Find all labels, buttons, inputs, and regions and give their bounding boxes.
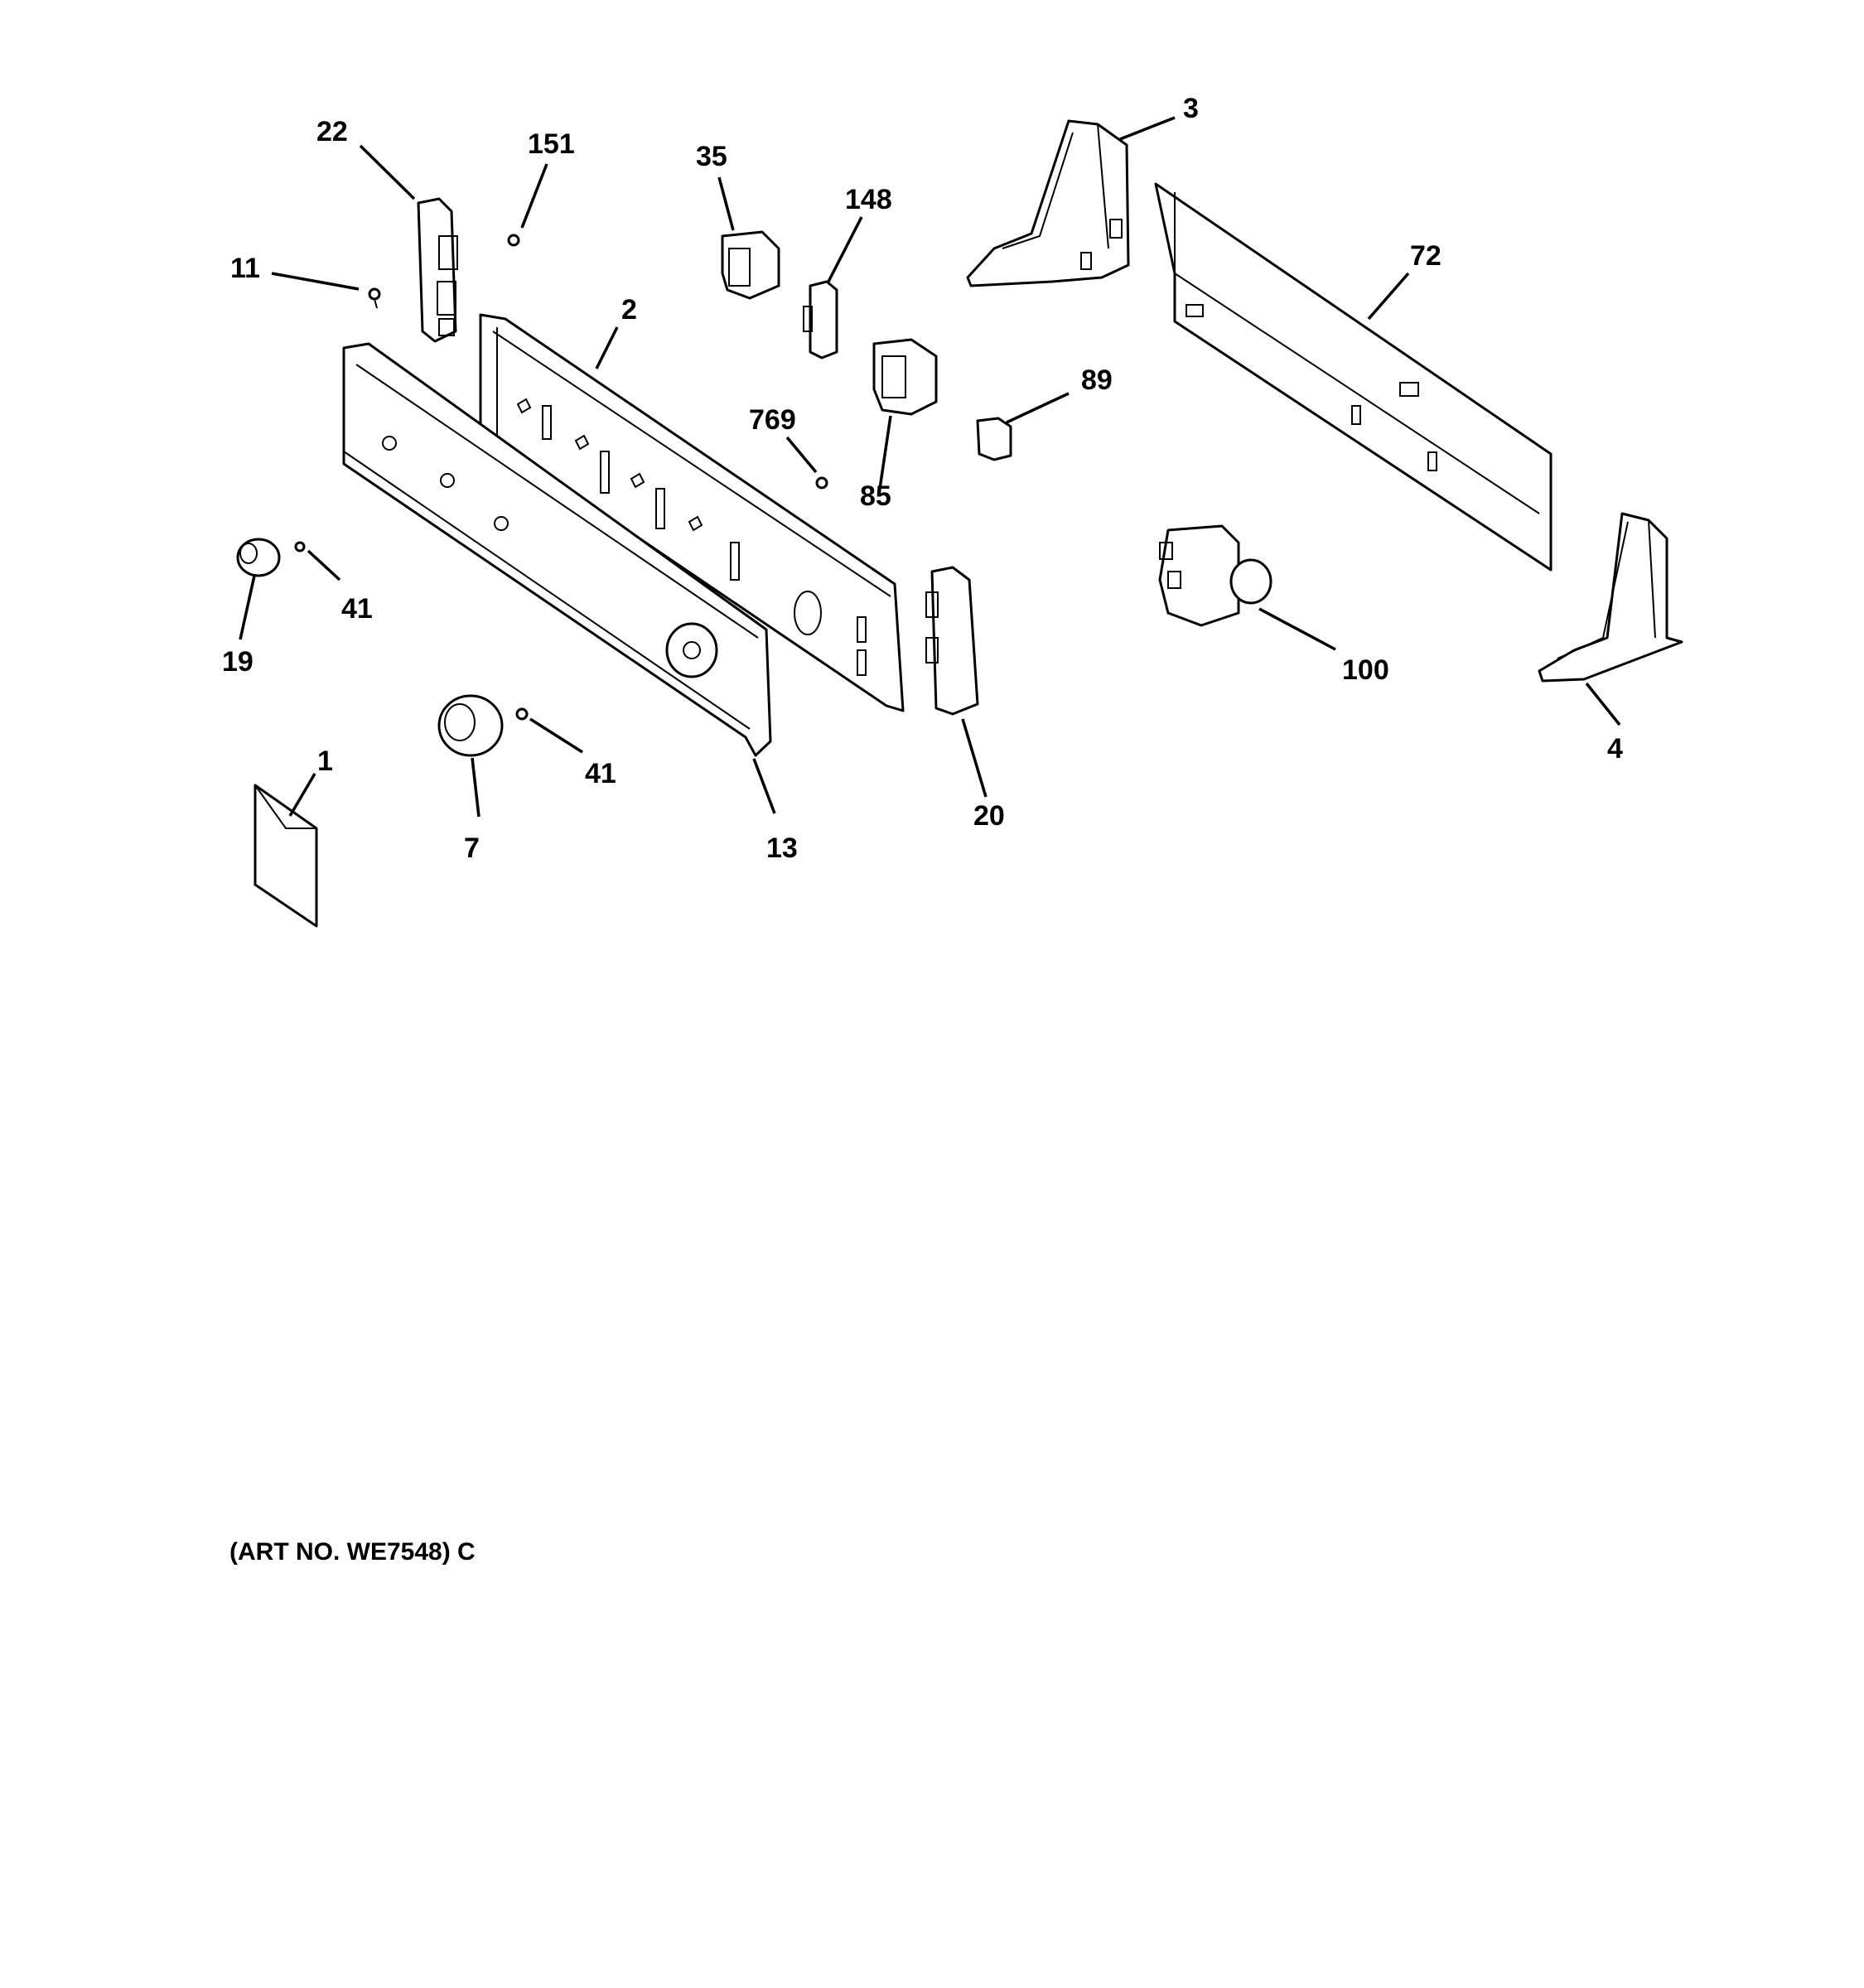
screw-11 [368,287,381,309]
part-3-end-bracket [966,119,1130,287]
callout-13: 13 [766,832,798,864]
leader-lines [239,116,1621,818]
callout-89: 89 [1081,364,1113,396]
callout-85: 85 [860,480,891,512]
part-85-switch [872,338,938,416]
callout-100: 100 [1342,654,1389,686]
part-19-knob [236,538,281,577]
callout-3: 3 [1183,93,1199,124]
callouts: 22 151 35 148 3 11 2 72 89 769 85 41 19 … [222,93,1623,864]
part-4-end-bracket [1538,512,1683,683]
callout-4: 4 [1607,733,1623,765]
callout-19: 19 [222,646,254,678]
screw-41a [294,541,306,552]
callout-35: 35 [696,141,727,172]
callout-41-lower: 41 [585,758,616,789]
callout-151: 151 [528,128,575,160]
callout-2: 2 [621,294,637,326]
callout-7: 7 [464,832,480,864]
callout-1: 1 [317,746,333,777]
part-7-knob [437,694,504,757]
callout-22: 22 [316,116,348,147]
part-22-end-cap [417,197,458,343]
part-72-back-panel [1154,182,1553,572]
art-number: (ART NO. WE7548) C [229,1538,476,1566]
part-1-literature [254,784,318,928]
part-35-switch [721,230,780,300]
screw-151 [507,234,520,247]
screw-769 [815,476,828,490]
part-13-control-panel [342,342,772,757]
part-20-end-cap [925,566,979,716]
callout-72: 72 [1410,240,1441,272]
callout-20: 20 [973,800,1005,832]
callout-148: 148 [845,184,892,215]
part-89-switch [976,417,1012,461]
callout-769: 769 [749,404,796,436]
screw-41b [515,707,529,721]
callout-11: 11 [230,253,260,284]
callout-41-upper: 41 [341,593,373,625]
part-148-switch [803,280,838,359]
part-100-timer [1158,524,1272,627]
